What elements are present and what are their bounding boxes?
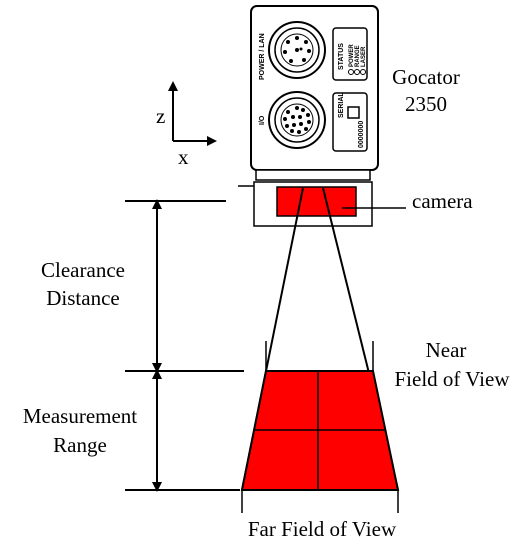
measurement-label-line2: Range [53, 433, 107, 457]
measurement-label-line1: Measurement [23, 404, 137, 428]
status-panel: STATUS POWER RANGE LASER [332, 27, 368, 81]
near-fov-label-line1: Near [426, 338, 467, 362]
serial-number: 0000000 [358, 121, 365, 148]
laser-led-label: LASER [361, 46, 367, 67]
near-fov-label-line2: Field of View [394, 367, 510, 391]
serial-label: SERIAL [338, 92, 345, 118]
serial-panel: SERIAL 0000000 [332, 92, 368, 152]
power-lan-label: POWER / LAN [259, 33, 266, 80]
clearance-label-line1: Clearance [41, 258, 125, 282]
power-lan-connector-icon [268, 21, 326, 79]
z-axis-label: z [156, 104, 165, 128]
x-axis-label: x [178, 145, 189, 169]
io-label: I/O [259, 115, 266, 125]
io-connector-icon [268, 91, 326, 149]
product-name: Gocator [392, 65, 460, 89]
range-led-icon [354, 69, 360, 75]
far-fov-label: Far Field of View [248, 517, 397, 541]
power-led-icon [348, 69, 354, 75]
clearance-label-line2: Distance [46, 286, 119, 310]
camera-label: camera [412, 189, 473, 213]
measurement-area [240, 341, 400, 513]
camera-window [276, 186, 357, 217]
power-led-label: POWER [349, 44, 355, 67]
range-led-label: RANGE [355, 45, 361, 67]
axis-indicator: z x [156, 81, 217, 169]
status-label: STATUS [338, 43, 345, 70]
product-model: 2350 [405, 92, 447, 116]
laser-led-icon [360, 69, 366, 75]
